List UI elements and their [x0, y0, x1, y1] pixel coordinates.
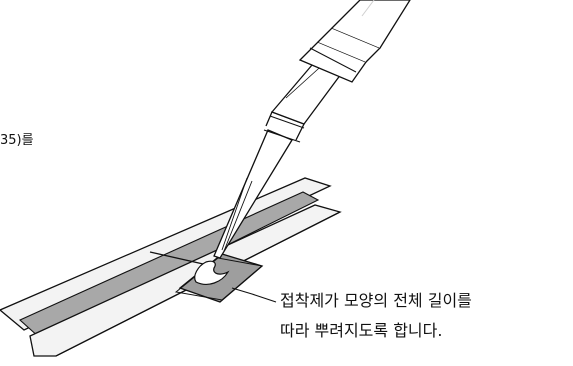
- molding-strip: [0, 177, 342, 357]
- adhesive-pad: [174, 253, 264, 303]
- callout-line-1: 접착제가 모양의 전체 길이를: [280, 291, 472, 310]
- truncated-instruction-text: 35)를: [0, 133, 34, 148]
- applicator-body: [298, 0, 411, 83]
- callout-leader-line: [231, 287, 277, 303]
- callout-line-2: 따라 뿌려지도록 합니다.: [280, 321, 443, 340]
